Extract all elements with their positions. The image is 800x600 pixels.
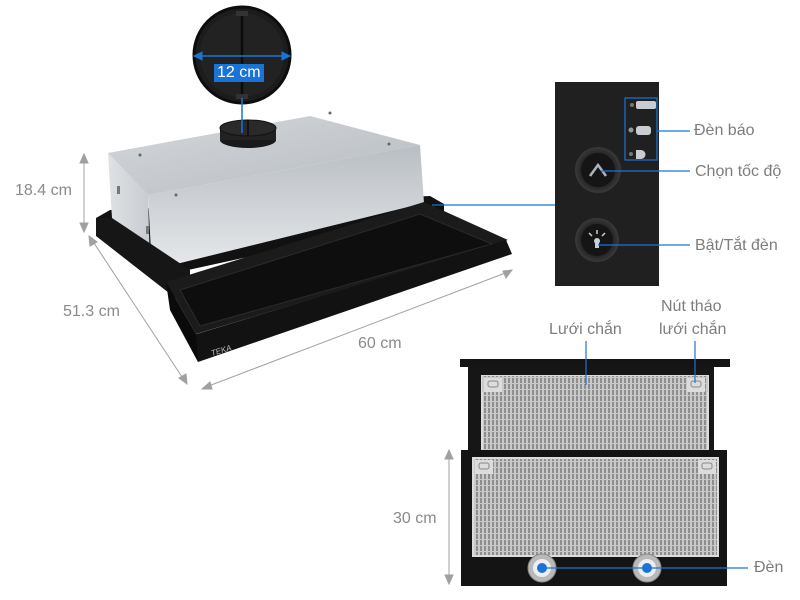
duct-detail [192, 5, 292, 105]
height-dimension-label: 18.4 cm [15, 182, 72, 199]
dimension-lines [79, 152, 514, 586]
front-view [460, 359, 730, 586]
hood-body [96, 111, 512, 362]
depth-dimension-label: 51.3 cm [63, 303, 120, 320]
filter-release-label-line1: Nút tháo [661, 298, 722, 315]
duct-collar [219, 119, 277, 148]
filter-release-label-line2: lưới chắn [659, 321, 727, 338]
speed-select-label: Chọn tốc độ [695, 163, 782, 180]
filter-label: Lưới chắn [549, 321, 622, 338]
duct-diameter-label: 12 cm [214, 64, 264, 82]
panel-leader-lines [598, 130, 690, 246]
indicator-light-label: Đèn báo [694, 122, 755, 139]
front-height-dimension-label: 30 cm [393, 510, 437, 527]
front-leader-lines [542, 341, 748, 569]
control-panel [555, 82, 659, 286]
light-toggle-label: Bật/Tắt đèn [695, 237, 778, 254]
lights-label: Đèn [754, 559, 784, 576]
duct-diameter-arrow [192, 51, 292, 133]
width-dimension-label: 60 cm [358, 335, 402, 352]
